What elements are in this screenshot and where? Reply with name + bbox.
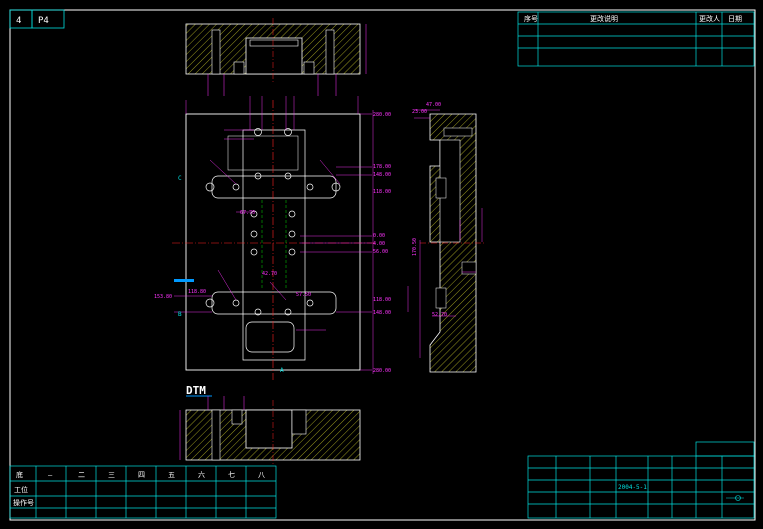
- section-mark-b: B: [178, 311, 182, 318]
- sig-col-8: 八: [258, 471, 265, 479]
- dim-right-6: 56.00: [373, 249, 388, 255]
- sig-row-workstation: 工位: [14, 485, 28, 494]
- revision-header-date: 日期: [728, 15, 742, 23]
- title-block-date: 2004-5-1: [618, 484, 647, 491]
- title-block: [527, 441, 755, 519]
- sig-col-7: 七: [228, 470, 235, 479]
- corner-tag-number: 4: [16, 16, 21, 26]
- outer-frame: [9, 9, 756, 521]
- signature-table: [9, 465, 277, 519]
- dim-right-1: 178.00: [373, 164, 391, 170]
- sig-col-0: 底: [16, 470, 23, 479]
- dim-left-0: 153.80: [154, 294, 172, 300]
- drawing-label: DTM: [186, 384, 206, 397]
- dim-right-5: 4.00: [373, 241, 385, 247]
- dim-inline-0: 67.70: [240, 210, 255, 216]
- section-mark-c: C: [178, 175, 182, 182]
- projection-symbol: [726, 495, 744, 501]
- dim-side-1: 23.00: [412, 109, 427, 115]
- sig-col-2: 二: [78, 471, 85, 479]
- main-plan-view: [172, 96, 375, 380]
- sig-col-6: 六: [198, 470, 205, 479]
- revision-header-seq: 序号: [524, 14, 538, 23]
- dim-right-3: 118.00: [373, 189, 391, 195]
- dim-side-3: 170.50: [412, 238, 418, 256]
- label-badge: [174, 279, 194, 282]
- sig-col-5: 五: [168, 471, 175, 479]
- sig-col-4: 四: [138, 471, 145, 479]
- dim-right-4: 0.00: [373, 233, 385, 239]
- corner-tag: 4 P4: [9, 9, 65, 29]
- dim-right-8: 148.00: [373, 310, 391, 316]
- dim-inline-1: 57.50: [296, 292, 311, 298]
- dim-right-2: 148.00: [373, 172, 391, 178]
- section-mark-a: A: [280, 367, 284, 374]
- side-section-view: [407, 109, 486, 373]
- top-section-view: [185, 18, 367, 96]
- sig-col-3: 三: [108, 471, 115, 479]
- revision-header-desc: 更改说明: [590, 14, 618, 23]
- revision-header-person: 更改人: [699, 14, 720, 23]
- dim-inline-2: 42.70: [262, 271, 277, 277]
- dim-side-2: 52.70: [432, 312, 447, 318]
- revision-table: [517, 11, 755, 67]
- dim-right-0: 280.00: [373, 112, 391, 118]
- dim-right-7: 118.00: [373, 297, 391, 303]
- dim-right-9: 280.00: [373, 368, 391, 374]
- dim-side-0: 47.00: [426, 102, 441, 108]
- corner-tag-code: P4: [38, 16, 49, 26]
- sig-row-operation: 操作号: [13, 498, 34, 507]
- sig-col-1: —: [48, 471, 53, 479]
- dim-left-1: 118.80: [188, 289, 206, 295]
- bottom-section-view: [179, 396, 361, 466]
